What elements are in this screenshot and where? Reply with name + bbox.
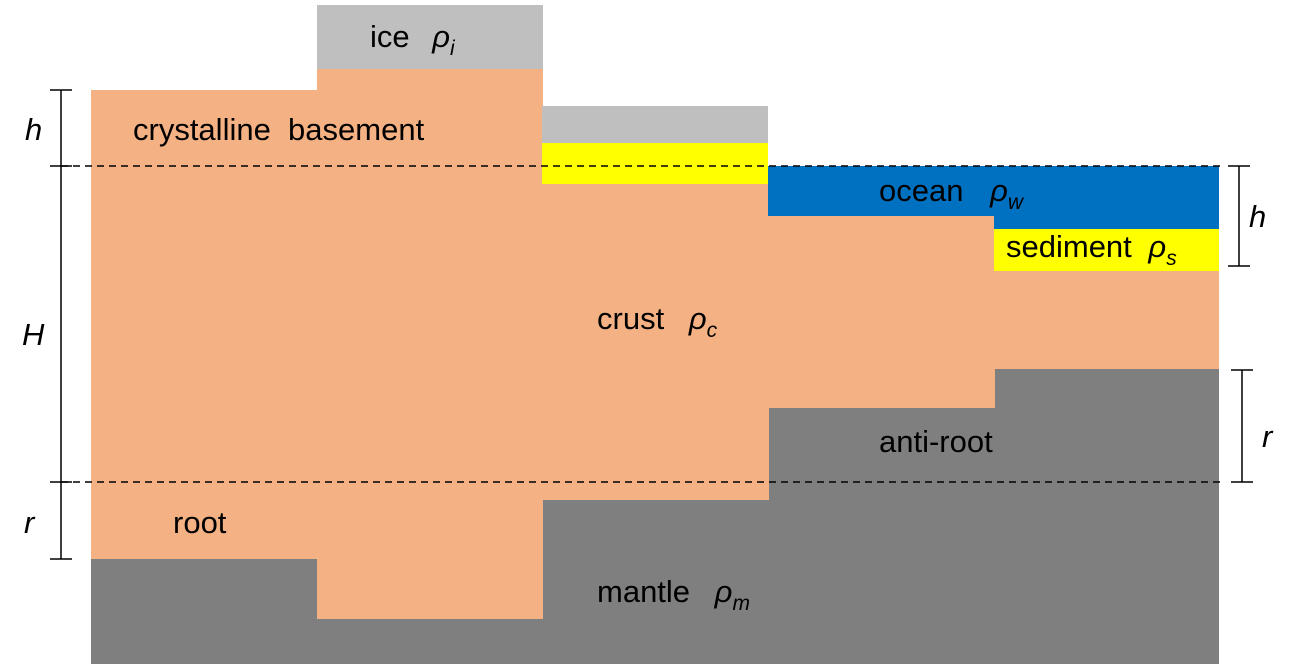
crust-column-5	[994, 270, 1219, 369]
label-crystalline-basement: crystalline basement	[133, 112, 425, 147]
label-ocean: ocean ρw	[879, 173, 1025, 214]
label-crust: crust ρc	[597, 301, 718, 342]
ice-block-tall	[317, 5, 543, 69]
dim-label-right-r: r	[1262, 419, 1274, 454]
left-dimension-markers	[50, 89, 72, 560]
sediment-layer	[994, 228, 1219, 271]
crust-column-3	[542, 183, 769, 500]
dim-label-left-r: r	[24, 505, 36, 540]
label-sediment: sediment ρs	[1006, 229, 1177, 270]
label-mantle: mantle ρm	[597, 574, 750, 615]
crust-column-4	[768, 215, 995, 408]
ocean-region-2	[994, 166, 1219, 229]
dim-label-left-h: h	[25, 112, 42, 147]
dim-label-right-h: h	[1249, 199, 1266, 234]
crust-column-2	[317, 68, 543, 619]
dim-label-left-H: H	[22, 317, 45, 352]
label-anti-root: anti-root	[879, 424, 993, 459]
label-root: root	[173, 505, 227, 540]
label-ice: ice ρi	[370, 19, 456, 60]
ocean-region-1	[768, 166, 995, 216]
sediment-under-ice	[542, 143, 768, 184]
right-dimension-markers	[1228, 165, 1253, 483]
crust-column-1	[91, 90, 318, 559]
ice-block-short	[542, 106, 768, 144]
